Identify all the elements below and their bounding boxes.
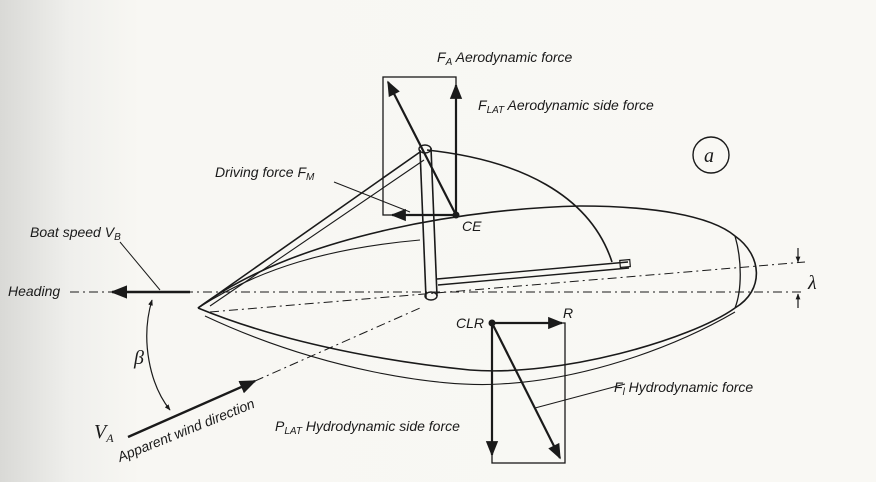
hydrodynamic-force-system	[485, 316, 626, 464]
flat-label: FLAT Aerodynamic side force	[478, 97, 654, 116]
heading-label: Heading	[8, 283, 60, 299]
boat-speed-arrow	[110, 241, 190, 299]
beta-angle-arc	[146, 299, 171, 411]
lambda-label: λ	[807, 272, 817, 294]
va-label: VA	[94, 421, 114, 445]
fa-label: FA Aerodynamic force	[437, 49, 573, 68]
driving-force-label: Driving force FM	[215, 164, 315, 183]
panel-letter: a	[704, 145, 714, 167]
fi-label: Fl Hydrodynamic force	[614, 379, 753, 398]
r-label: R	[563, 305, 573, 321]
clr-label: CLR	[456, 315, 484, 331]
panel-circle	[692, 136, 730, 174]
apparent-wind-label: Apparent wind direction	[114, 395, 257, 465]
heading-line	[70, 261, 806, 313]
boom	[436, 258, 631, 286]
ce-label: CE	[462, 218, 482, 234]
clr-point	[488, 319, 496, 327]
plat-label: PLAT Hydrodynamic side force	[275, 418, 460, 437]
hull-outline	[197, 205, 758, 386]
mast	[418, 144, 438, 301]
ce-point	[452, 211, 460, 219]
boat-speed-label: Boat speed VB	[30, 224, 121, 243]
apparent-wind-arrow	[127, 307, 421, 439]
beta-label: β	[133, 347, 144, 369]
aerodynamic-force-system	[333, 76, 463, 222]
